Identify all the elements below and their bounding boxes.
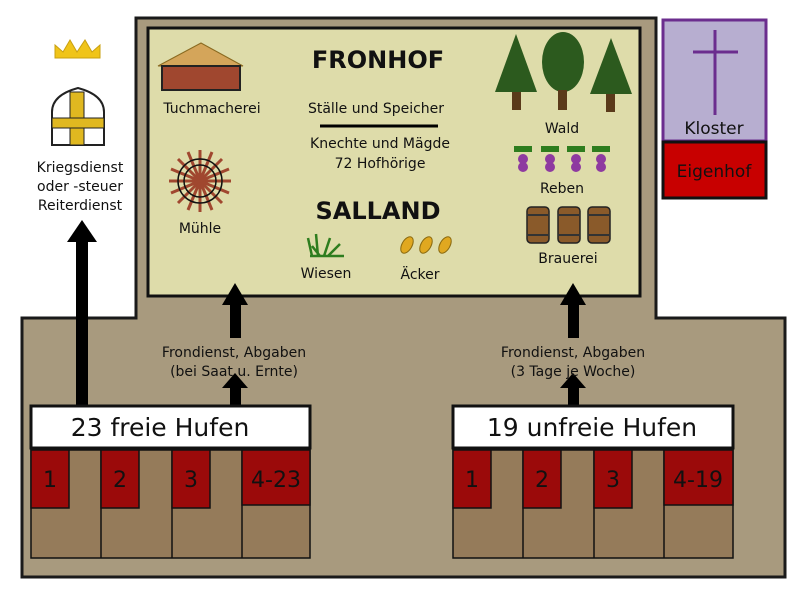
- unfree-duty-1: Frondienst, Abgaben: [501, 345, 645, 361]
- arrow-up-icon: [67, 220, 97, 406]
- free-hufen-title: 23 freie Hufen: [71, 413, 250, 442]
- plot-label: 3: [184, 468, 198, 493]
- tuchmacherei-label: Tuchmacherei: [162, 101, 260, 117]
- free-plot-4: [241, 449, 311, 506]
- workshop-icon: [157, 42, 244, 91]
- plot-label: 1: [465, 468, 479, 493]
- grapes-icon: [514, 146, 610, 172]
- barrels-icon: [526, 206, 611, 244]
- knechte-label: Knechte und Mägde: [310, 136, 450, 152]
- grass-icon: [306, 233, 344, 258]
- plot-label: 4-23: [251, 468, 301, 493]
- mitre-icon: [51, 86, 105, 146]
- cross-icon: [693, 30, 738, 115]
- free-hufen-group: 1 2 3 4-23 23 freie Hufen: [29, 404, 312, 559]
- wheat-icon: [400, 236, 452, 254]
- free-duty-2: (bei Saat u. Ernte): [170, 364, 298, 380]
- wald-label: Wald: [545, 121, 579, 137]
- salland-title: SALLAND: [315, 197, 440, 225]
- free-plot-2: [100, 449, 140, 509]
- unfree-hufen-title-box: [451, 404, 735, 450]
- arrow-up-icon: [222, 283, 586, 407]
- reben-label: Reben: [540, 181, 584, 197]
- unfree-plot-3: [593, 449, 633, 509]
- muehle-label: Mühle: [179, 221, 221, 237]
- unfree-plot-1: [452, 449, 492, 509]
- lord-duty-3: Reiterdienst: [38, 198, 123, 214]
- brauerei-label: Brauerei: [538, 251, 597, 267]
- eigenhof-box: [661, 140, 768, 200]
- free-plot-3: [171, 449, 211, 509]
- mill-wheel-icon: [169, 150, 231, 212]
- unfree-duty-2: (3 Tage je Woche): [511, 364, 636, 380]
- plot-label: 2: [535, 468, 549, 493]
- eigenhof-label: Eigenhof: [677, 162, 753, 182]
- plot-label: 4-19: [673, 468, 723, 493]
- unfree-plot-2: [522, 449, 562, 509]
- free-plot-1: [30, 449, 70, 509]
- hofhoerige-label: 72 Hofhörige: [335, 156, 426, 172]
- free-duty-1: Frondienst, Abgaben: [162, 345, 306, 361]
- plot-label: 1: [43, 468, 57, 493]
- aecker-label: Äcker: [400, 265, 439, 283]
- plot-label: 3: [606, 468, 620, 493]
- free-hufen-title-box: [29, 404, 312, 450]
- staelle-label: Ställe und Speicher: [308, 101, 444, 117]
- kloster-label: Kloster: [684, 119, 743, 139]
- crown-icon: [54, 39, 101, 59]
- unfree-plot-4: [663, 449, 734, 506]
- unfree-hufen-title: 19 unfreie Hufen: [487, 413, 697, 442]
- wiesen-label: Wiesen: [301, 266, 352, 282]
- fronhof-title: FRONHOF: [312, 46, 444, 74]
- lord-duty-1: Kriegsdienst: [37, 160, 124, 176]
- forest-icon: [495, 32, 632, 112]
- lord-duty-2: oder -steuer: [37, 179, 123, 195]
- unfree-hufen-group: 1 2 3 4-19 19 unfreie Hufen: [451, 404, 735, 559]
- plot-label: 2: [113, 468, 127, 493]
